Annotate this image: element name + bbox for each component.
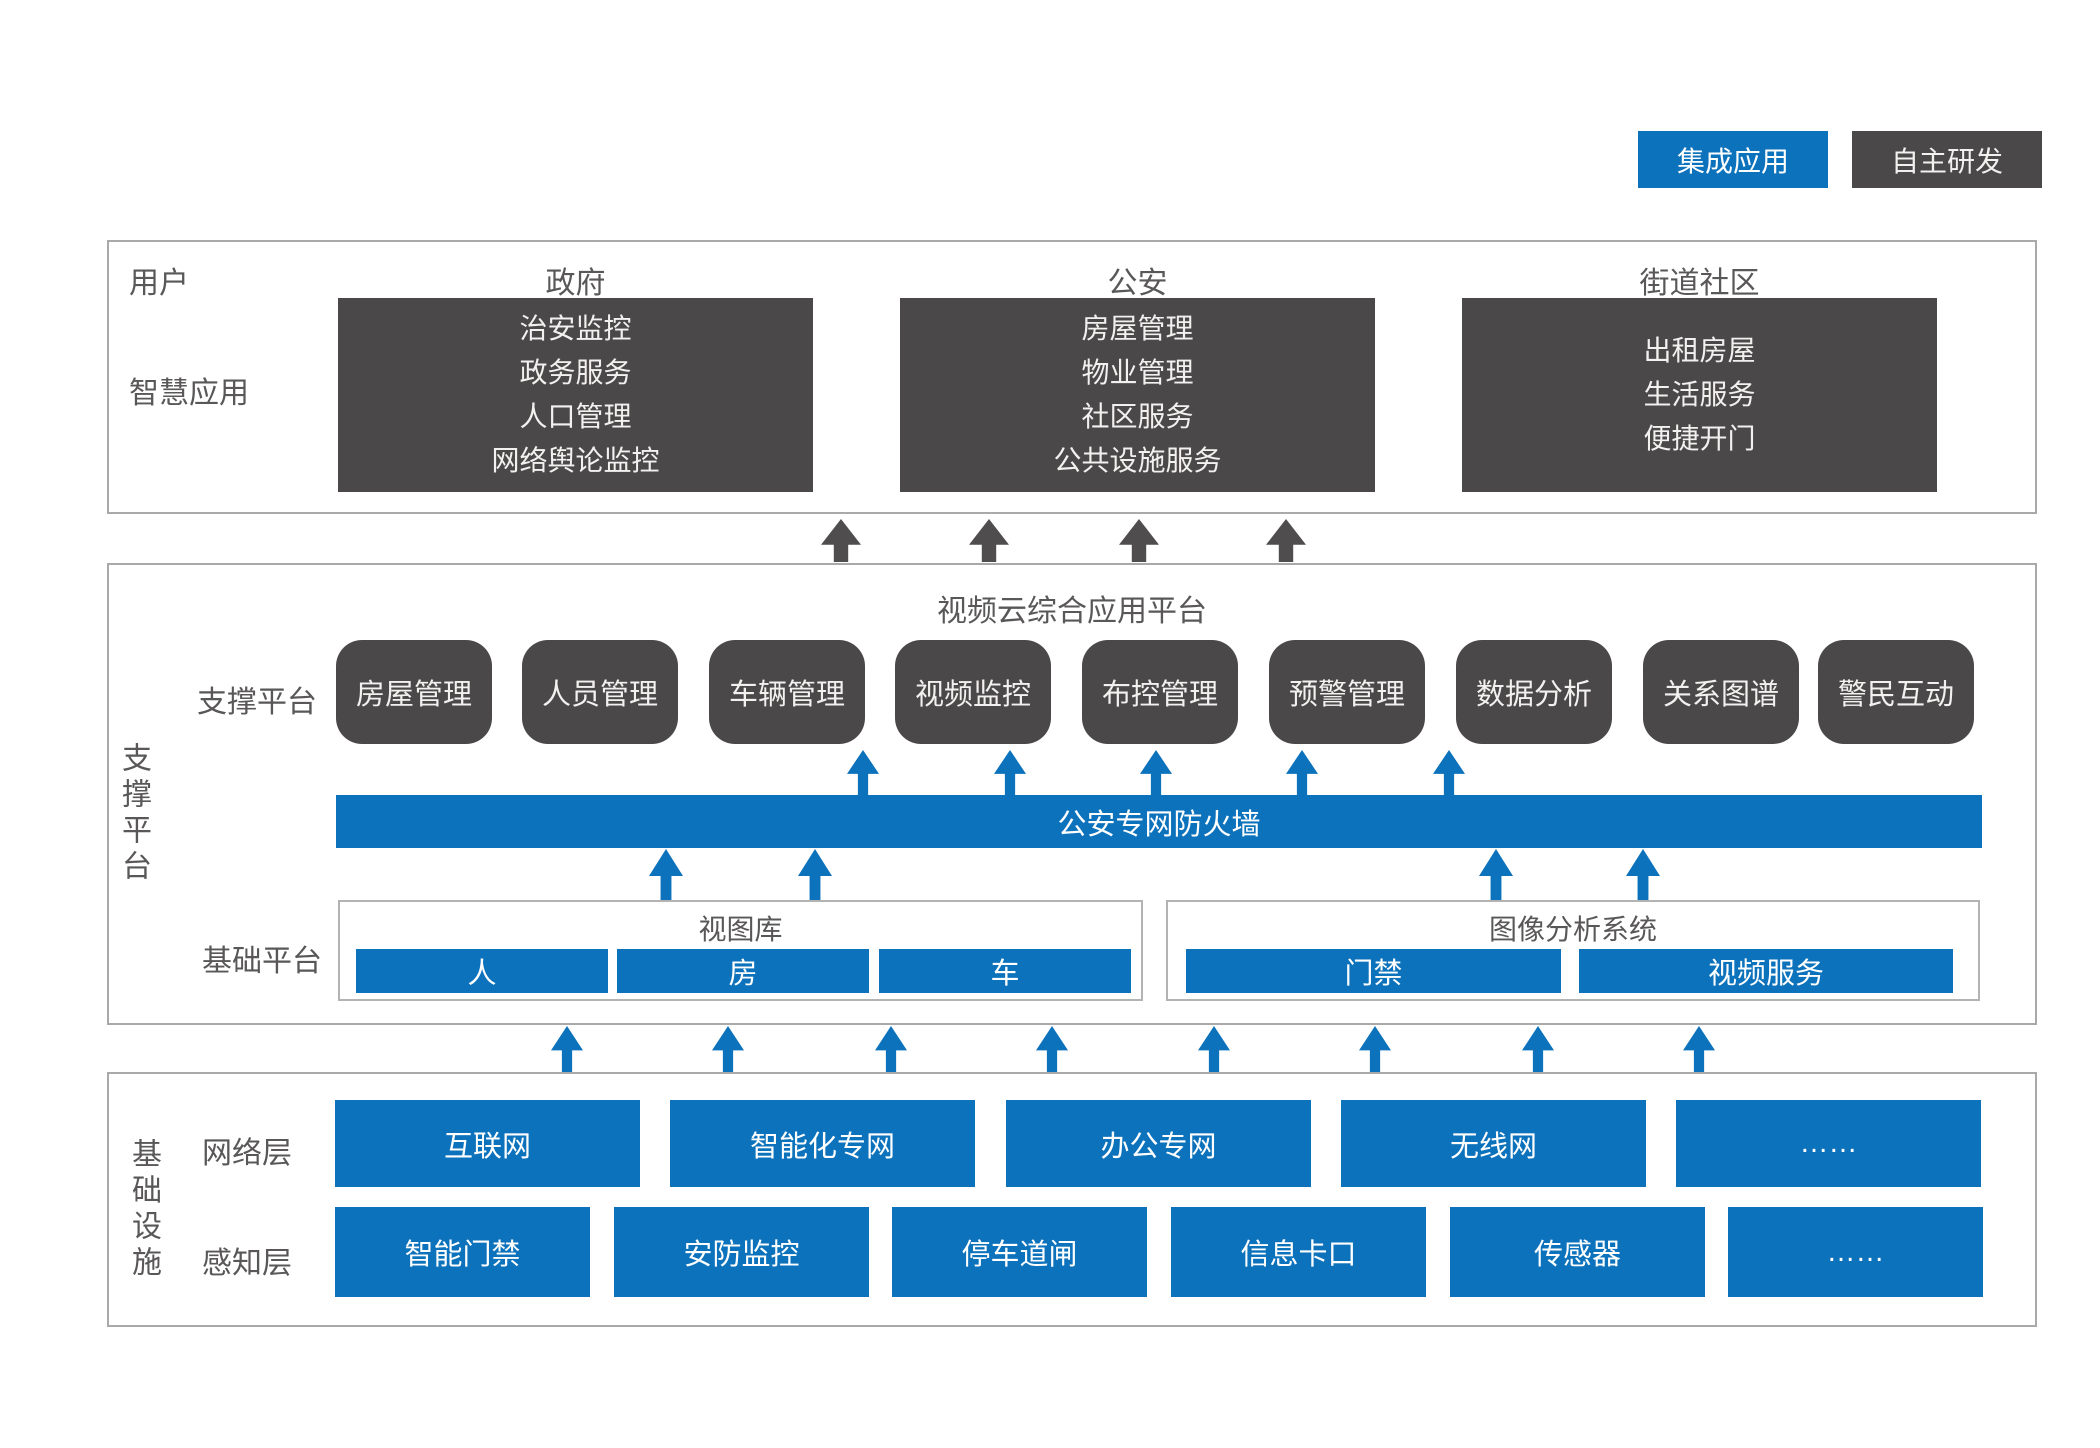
network-box: …… — [1676, 1100, 1981, 1187]
sensing-box: 安防监控 — [614, 1207, 869, 1297]
network-box: 办公专网 — [1006, 1100, 1311, 1187]
app-item: 物业管理 — [1081, 357, 1194, 388]
support-app-label: 车辆管理 — [728, 679, 845, 711]
cell-label: 无线网 — [1449, 1130, 1537, 1163]
up-arrow — [1036, 1026, 1068, 1072]
firewall-bar: 公安专网防火墙 — [336, 795, 1982, 848]
app-group-street-community: 出租房屋 生活服务 便捷开门 — [1462, 298, 1937, 492]
cell-label: 房 — [728, 958, 758, 990]
app-item: 出租房屋 — [1643, 335, 1756, 366]
view-library-item-house: 房 — [617, 949, 869, 993]
side-label-infrastructure: 基础设施 — [127, 1138, 160, 1282]
cell-label: …… — [1826, 1235, 1885, 1268]
support-app-label: 人员管理 — [541, 679, 658, 711]
cell-label: 门禁 — [1344, 958, 1403, 990]
cell-label: 停车道闸 — [961, 1239, 1078, 1271]
cell-label: …… — [1799, 1127, 1858, 1159]
up-arrow — [551, 1026, 583, 1072]
support-app-label: 视频监控 — [914, 679, 1031, 711]
row-label-support-platform: 支撑平台 — [197, 686, 317, 719]
row-label-smart-apps: 智慧应用 — [129, 377, 249, 410]
row-label-sensing-layer: 感知层 — [202, 1247, 292, 1280]
row-label-base-platform: 基础平台 — [202, 945, 322, 978]
row-label-network-layer: 网络层 — [202, 1137, 292, 1170]
up-arrow — [969, 519, 1009, 562]
cell-label: 视频服务 — [1707, 958, 1824, 990]
up-arrow — [1266, 519, 1306, 562]
view-library-item-vehicle: 车 — [879, 949, 1131, 993]
up-arrow — [1683, 1026, 1715, 1072]
app-item: 人口管理 — [519, 401, 632, 432]
firewall-label: 公安专网防火墙 — [1057, 808, 1261, 841]
header-public-security: 公安 — [1107, 267, 1168, 300]
app-item: 房屋管理 — [1081, 313, 1194, 344]
support-app-label: 预警管理 — [1288, 679, 1405, 711]
up-arrow — [712, 1026, 744, 1072]
image-analysis-title: 图像分析系统 — [1488, 914, 1657, 945]
row-label-users: 用户 — [129, 267, 189, 300]
cell-label: 信息卡口 — [1240, 1239, 1357, 1271]
network-box: 互联网 — [335, 1100, 640, 1187]
cell-label: 智能门禁 — [404, 1239, 521, 1271]
sensing-box: 传感器 — [1450, 1207, 1705, 1297]
sensing-box: 智能门禁 — [335, 1207, 590, 1297]
platform-title: 视频云综合应用平台 — [937, 595, 1207, 628]
sensing-box: 信息卡口 — [1171, 1207, 1426, 1297]
image-analysis-item-access: 门禁 — [1186, 949, 1561, 993]
up-arrow — [875, 1026, 907, 1072]
support-app-box: 人员管理 — [522, 640, 678, 744]
support-app-box: 警民互动 — [1818, 640, 1974, 744]
support-app-label: 布控管理 — [1101, 679, 1218, 711]
legend-integrated-app: 集成应用 — [1638, 131, 1828, 188]
support-app-box: 预警管理 — [1269, 640, 1425, 744]
up-arrow — [1522, 1026, 1554, 1072]
image-analysis-item-video-service: 视频服务 — [1579, 949, 1953, 993]
support-app-box: 关系图谱 — [1643, 640, 1799, 744]
up-arrow — [821, 519, 861, 562]
header-government: 政府 — [545, 267, 606, 300]
support-app-box: 数据分析 — [1456, 640, 1612, 744]
app-item: 便捷开门 — [1643, 423, 1756, 454]
cell-label: 人 — [467, 958, 497, 990]
support-app-label: 数据分析 — [1475, 679, 1592, 711]
cell-label: 安防监控 — [683, 1239, 800, 1271]
view-library-item-person: 人 — [356, 949, 608, 993]
side-label-support-platform: 支撑平台 — [117, 742, 150, 886]
header-street-community: 街道社区 — [1639, 267, 1760, 300]
legend-self-developed: 自主研发 — [1852, 131, 2042, 188]
up-arrow — [1198, 1026, 1230, 1072]
app-group-government: 治安监控 政务服务 人口管理 网络舆论监控 — [338, 298, 813, 492]
app-item: 网络舆论监控 — [491, 445, 660, 476]
network-box: 无线网 — [1341, 1100, 1646, 1187]
cell-label: 互联网 — [443, 1130, 531, 1163]
app-item: 公共设施服务 — [1053, 445, 1222, 476]
legend-self-developed-label: 自主研发 — [1890, 145, 2003, 177]
support-app-box: 车辆管理 — [709, 640, 865, 744]
support-app-box: 布控管理 — [1082, 640, 1238, 744]
app-item: 政务服务 — [519, 357, 632, 388]
support-app-label: 关系图谱 — [1662, 679, 1779, 711]
cell-label: 传感器 — [1533, 1239, 1621, 1271]
support-app-label: 房屋管理 — [355, 679, 472, 711]
app-item: 治安监控 — [519, 313, 632, 344]
cell-label: 智能化专网 — [749, 1130, 895, 1163]
support-app-label: 警民互动 — [1837, 679, 1954, 711]
view-library-title: 视图库 — [698, 914, 783, 945]
up-arrow — [1359, 1026, 1391, 1072]
app-item: 社区服务 — [1081, 401, 1194, 432]
cell-label: 办公专网 — [1100, 1130, 1217, 1163]
app-group-public-security: 房屋管理 物业管理 社区服务 公共设施服务 — [900, 298, 1375, 492]
sensing-box: …… — [1728, 1207, 1983, 1297]
up-arrow — [1119, 519, 1159, 562]
sensing-box: 停车道闸 — [892, 1207, 1147, 1297]
legend-integrated-label: 集成应用 — [1676, 145, 1789, 177]
cell-label: 车 — [990, 958, 1020, 990]
support-app-box: 房屋管理 — [336, 640, 492, 744]
app-item: 生活服务 — [1643, 379, 1756, 410]
support-app-box: 视频监控 — [895, 640, 1051, 744]
network-box: 智能化专网 — [670, 1100, 975, 1187]
